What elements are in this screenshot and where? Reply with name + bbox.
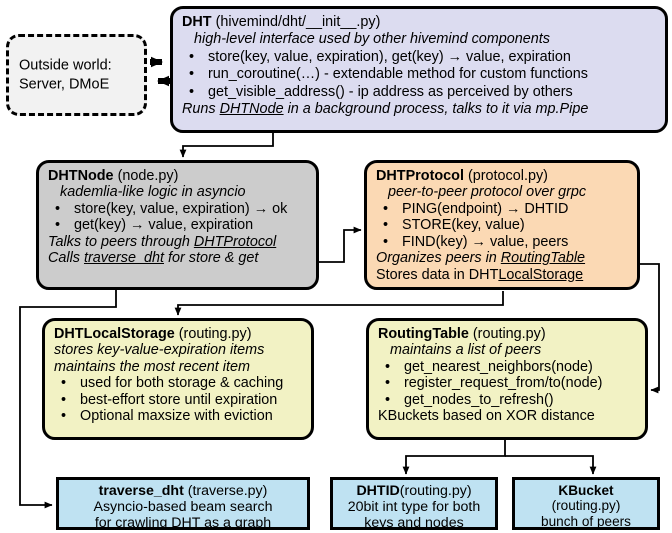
routingtable-footer: KBuckets based on XOR distance bbox=[378, 408, 595, 425]
dhtprotocol-file: (protocol.py) bbox=[467, 168, 548, 184]
dhtnode-link-dhtprotocol[interactable]: DHTProtocol bbox=[193, 233, 277, 250]
outside-world-node: Outside world: Server, DMoE bbox=[6, 34, 147, 116]
dht-title: DHT bbox=[182, 14, 212, 30]
dhtnode-footer-1-pre: Talks to peers through bbox=[48, 233, 194, 250]
outside-world-line-2: Server, DMoE bbox=[19, 76, 110, 92]
outside-world-line-1: Outside world: bbox=[19, 57, 112, 74]
dhtlocalstorage-node: DHTLocalStorage (routing.py) stores key-… bbox=[42, 318, 314, 440]
dhtprotocol-node: DHTProtocol (protocol.py) peer-to-peer p… bbox=[364, 160, 640, 290]
dht-footer-pre: Runs bbox=[182, 101, 220, 118]
dht-bullet-2: get_visible_address() - ip address as pe… bbox=[182, 84, 656, 101]
routingtable-header: RoutingTable (routing.py) bbox=[378, 326, 636, 342]
traverse-dht-line-2: for crawling DHT as a graph bbox=[94, 515, 272, 532]
dhtid-file: (routing.py) bbox=[399, 483, 472, 499]
kbucket-line-1: bunch of peers bbox=[541, 513, 631, 529]
dhtlocalstorage-bullet-1: best-effort store until expiration bbox=[54, 392, 302, 409]
traverse-dht-file: (traverse.py) bbox=[187, 483, 268, 499]
wire-routingtable-to-kbucket bbox=[505, 455, 597, 475]
dhtprotocol-header: DHTProtocol (protocol.py) bbox=[376, 168, 628, 184]
dhtnode-footer-2-pre: Calls bbox=[48, 250, 84, 267]
dhtprotocol-footer-2: Stores data in DHTLocalStorage bbox=[376, 267, 628, 283]
dhtnode-footer-2-post: for store & get bbox=[163, 250, 259, 267]
dhtid-node: DHTID(routing.py) 20bit int type for bot… bbox=[330, 477, 498, 532]
traverse-dht-title: traverse_dht bbox=[98, 483, 184, 499]
dhtprotocol-link-localstorage[interactable]: LocalStorage bbox=[498, 266, 584, 283]
dhtprotocol-footer-2-pre: Stores data in DHT bbox=[376, 266, 499, 283]
dhtnode-subtitle: kademlia-like logic in asyncio bbox=[60, 184, 246, 201]
traverse-dht-header: traverse_dht (traverse.py) bbox=[65, 483, 301, 499]
dhtnode-header: DHTNode (node.py) bbox=[48, 168, 307, 184]
outside-world-text: Outside world: Server, DMoE bbox=[9, 56, 144, 93]
routingtable-bullet-1: register_request_from/to(node) bbox=[378, 375, 636, 392]
dht-footer: Runs DHTNode in a background process, ta… bbox=[182, 101, 656, 117]
routingtable-title: RoutingTable bbox=[378, 326, 469, 342]
dhtnode-footer-1: Talks to peers through DHTProtocol bbox=[48, 234, 307, 250]
traverse-dht-node: traverse_dht (traverse.py) Asyncio-based… bbox=[56, 477, 310, 532]
dhtlocalstorage-bullet-2: Optional maxsize with eviction bbox=[54, 408, 302, 425]
routingtable-file: (routing.py) bbox=[472, 326, 546, 342]
dhtprotocol-footer-1-pre: Organizes peers in bbox=[376, 250, 501, 267]
dhtnode-title: DHTNode bbox=[48, 168, 114, 184]
dhtid-line-2: keys and nodes bbox=[364, 515, 464, 532]
routingtable-node: RoutingTable (routing.py) maintains a li… bbox=[366, 318, 648, 440]
dhtnode-file: (node.py) bbox=[117, 168, 179, 184]
dhtnode-node: DHTNode (node.py) kademlia-like logic in… bbox=[36, 160, 319, 290]
routingtable-bullet-0: get_nearest_neighbors(node) bbox=[378, 359, 636, 376]
dhtprotocol-link-routingtable[interactable]: RoutingTable bbox=[500, 250, 586, 267]
kbucket-title: KBucket bbox=[558, 483, 614, 498]
wire-dhtnode-to-dhtprotocol bbox=[318, 226, 362, 263]
dhtlocalstorage-header: DHTLocalStorage (routing.py) bbox=[54, 326, 302, 342]
kbucket-node: KBucket (routing.py) bunch of peers bbox=[512, 477, 660, 530]
dhtlocalstorage-bullet-0: used for both storage & caching bbox=[54, 375, 302, 392]
routingtable-bullet-2: get_nodes_to_refresh() bbox=[378, 392, 636, 409]
dhtprotocol-subtitle: peer-to-peer protocol over grpc bbox=[388, 184, 587, 201]
kbucket-file: (routing.py) bbox=[551, 498, 621, 514]
dht-file: (hivemind/dht/__init__.py) bbox=[215, 14, 381, 30]
dhtnode-footer-2: Calls traverse_dht for store & get bbox=[48, 250, 307, 266]
dht-footer-link-dhtnode[interactable]: DHTNode bbox=[219, 101, 284, 118]
dht-node: DHT (hivemind/dht/__init__.py) high-leve… bbox=[170, 6, 668, 133]
traverse-dht-line-1: Asyncio-based beam search bbox=[93, 499, 273, 516]
dht-bullet-1: run_coroutine(…) - extendable method for… bbox=[182, 66, 656, 83]
dht-footer-post: in a background process, talks to it via… bbox=[283, 101, 589, 118]
dhtnode-link-traverse-dht[interactable]: traverse_dht bbox=[83, 250, 164, 267]
dhtnode-bullet-1: get(key) → value, expiration bbox=[48, 217, 307, 234]
dhtid-title: DHTID bbox=[356, 483, 400, 499]
dhtlocalstorage-subtitle-1: stores key-value-expiration items bbox=[54, 342, 265, 359]
dhtid-line-1: 20bit int type for both bbox=[347, 499, 481, 516]
dhtid-header: DHTID(routing.py) bbox=[337, 483, 491, 499]
dht-header: DHT (hivemind/dht/__init__.py) bbox=[182, 14, 656, 30]
dhtprotocol-footer-1: Organizes peers in RoutingTable bbox=[376, 250, 628, 266]
dhtlocalstorage-title: DHTLocalStorage bbox=[54, 326, 175, 342]
wire-routingtable-to-dhtid bbox=[402, 440, 506, 475]
wire-dht-to-dhtnode bbox=[179, 133, 274, 158]
dhtnode-bullet-0: store(key, value, expiration) → ok bbox=[48, 201, 307, 218]
wire-dhtprotocol-to-dhtlocalstorage bbox=[174, 291, 504, 316]
dht-subtitle: high-level interface used by other hivem… bbox=[194, 31, 550, 48]
dhtprotocol-bullet-2: FIND(key) → value, peers bbox=[376, 234, 628, 251]
dhtprotocol-bullet-0: PING(endpoint) → DHTID bbox=[376, 201, 628, 218]
dht-bullet-0: store(key, value, expiration), get(key) … bbox=[182, 49, 656, 66]
dhtlocalstorage-file: (routing.py) bbox=[178, 326, 252, 342]
dhtlocalstorage-subtitle-2: maintains the most recent item bbox=[54, 358, 250, 375]
dhtprotocol-bullet-1: STORE(key, value) bbox=[376, 217, 628, 234]
routingtable-subtitle: maintains a list of peers bbox=[390, 342, 542, 359]
dhtprotocol-title: DHTProtocol bbox=[376, 168, 464, 184]
